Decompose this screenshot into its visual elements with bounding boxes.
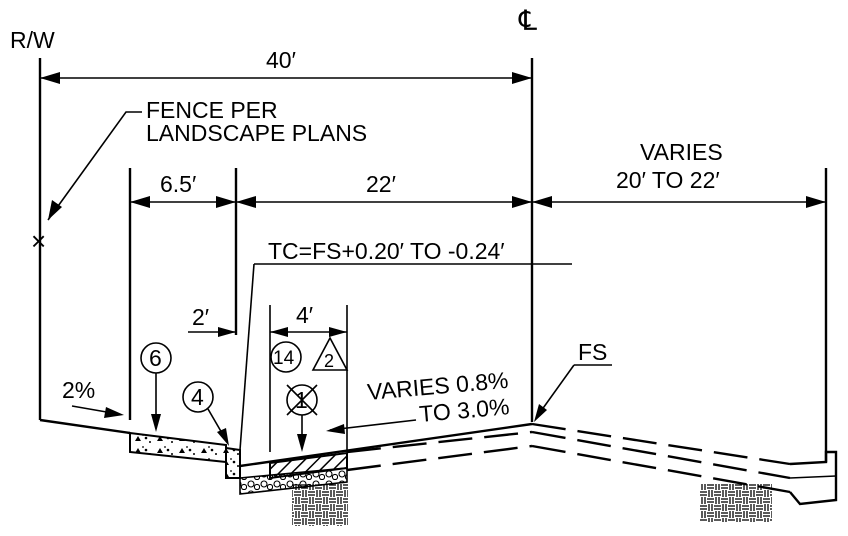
dim-sidewalk-label: 6.5′: [160, 171, 196, 197]
callout-2-label: 2: [324, 351, 334, 371]
callout-2-triangle: 2: [311, 336, 349, 371]
dim-pavement-band-label: 4′: [296, 302, 313, 328]
curb-section: [225, 446, 241, 479]
dim-overall-label: 40′: [266, 47, 296, 73]
cross-slope-label: 2%: [62, 377, 95, 403]
callout-4: 4: [182, 381, 229, 446]
fence-label-line1: FENCE PER: [146, 97, 278, 123]
callout-6: 6: [140, 342, 172, 432]
callout-14-label: 14: [273, 348, 295, 369]
pavement-surface-right: [531, 422, 791, 466]
dim-sidewalk: 6.5′: [130, 171, 236, 208]
top-curb-note: TC=FS+0.20′ TO -0.24′: [268, 238, 505, 264]
row-label: R/W: [10, 27, 55, 53]
subgrade-soil-left: [292, 484, 348, 526]
centerline-symbol: ℄: [518, 5, 537, 36]
cross-slope-arrow: [71, 405, 124, 418]
hatched-pavement-band: [269, 451, 348, 480]
dim-curb-offset-label: 2′: [192, 304, 209, 330]
dim-curb-offset: 2′: [188, 304, 236, 337]
pavement-base-left: [346, 430, 533, 454]
fence-leader: [47, 111, 142, 221]
fence-label-line2: LANDSCAPE PLANS: [146, 120, 367, 146]
top-curb-leader: [239, 263, 255, 451]
slope-arrow: [326, 419, 417, 434]
dim-overall: 40′: [40, 47, 532, 84]
callout-14: 14: [270, 341, 302, 373]
callout-6-label: 6: [149, 345, 162, 371]
callout-4-label: 4: [191, 384, 204, 410]
pavement-base-right: [531, 430, 791, 480]
dim-roadway: 22′: [236, 171, 532, 208]
dim-roadway-label: 22′: [366, 171, 396, 197]
ground-line-left: [39, 418, 131, 435]
fs-label: FS: [578, 339, 607, 365]
varies-label-line1: VARIES: [640, 139, 723, 165]
subgrade-soil-right: [700, 484, 772, 522]
callout-1-deleted: 1: [286, 384, 318, 452]
fence-mark: ×: [31, 226, 46, 256]
dim-pavement-band: 4′: [270, 302, 347, 337]
varies-label-line2: 20′ TO 22′: [616, 167, 720, 193]
pavement-subbase-left: [346, 444, 533, 472]
curb-right: [789, 450, 838, 506]
pavement-surface-left: [239, 422, 533, 468]
sidewalk-section: [129, 431, 227, 464]
dim-varies: [532, 196, 826, 208]
fs-leader: [534, 364, 575, 422]
